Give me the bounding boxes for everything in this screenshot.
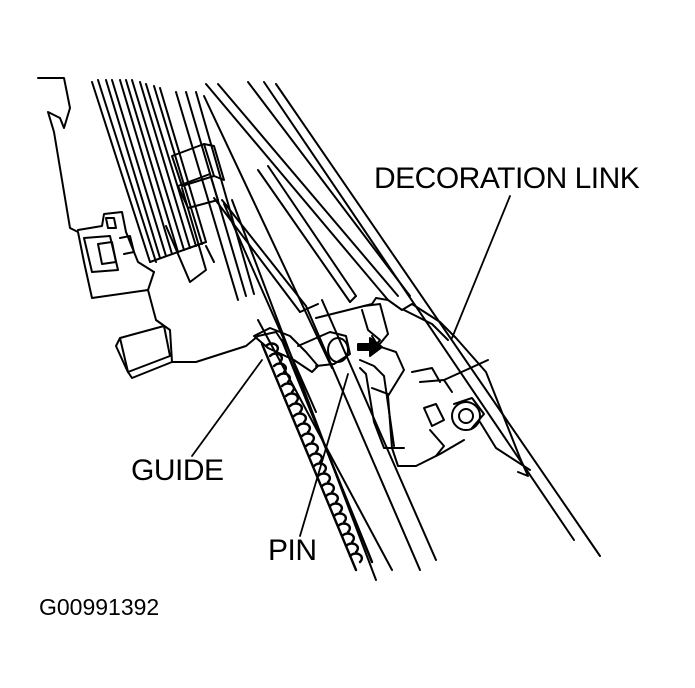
guide-block — [253, 327, 351, 373]
decoration-link-label: DECORATION LINK — [374, 162, 640, 195]
ribbed-panel — [91, 79, 255, 301]
figure-id: G00991392 — [39, 594, 160, 620]
decoration-link-part — [315, 297, 531, 477]
frame-bracket — [37, 77, 259, 379]
direction-arrow-icon — [357, 337, 383, 357]
leader-lines — [191, 195, 511, 537]
rail-slot — [213, 165, 357, 313]
panel-clip — [165, 143, 225, 283]
coil-cable — [260, 338, 374, 572]
pin-label: PIN — [268, 534, 317, 567]
guide-label: GUIDE — [131, 454, 224, 487]
